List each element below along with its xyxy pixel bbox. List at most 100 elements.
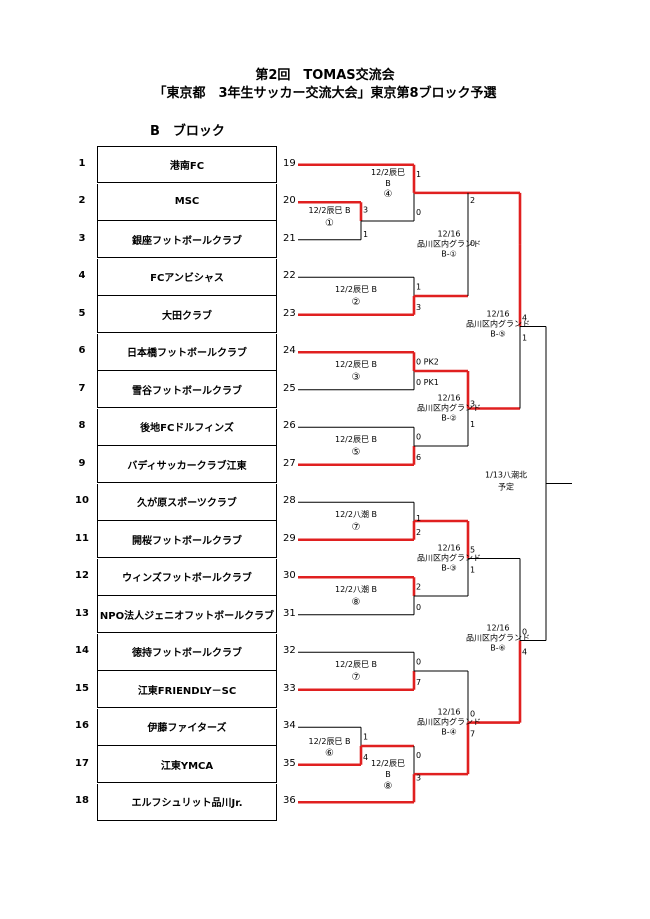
match-score: 1	[522, 333, 527, 342]
team-name: 開桜フットボールクラブ	[97, 521, 277, 558]
seed-number: 18	[75, 795, 89, 807]
slot-number: 21	[283, 232, 296, 244]
match-info: 品川区内グランド	[466, 633, 530, 643]
team-name: 久が原スポーツクラブ	[97, 483, 277, 521]
seed-number: 9	[78, 457, 86, 469]
team-name: 江東FRIENDLY－SC	[97, 671, 277, 708]
team-name: 大田クラブ	[97, 296, 277, 333]
slot-number: 34	[283, 720, 296, 732]
match-score: 1	[416, 282, 421, 291]
match-score: 1	[470, 566, 475, 575]
match-info: 12/2辰巳	[371, 168, 405, 177]
match-score: 4	[522, 648, 527, 657]
match-info: 12/16	[437, 708, 460, 717]
match-info: ⑥	[325, 748, 334, 759]
match-info: ⑤	[352, 447, 361, 458]
team-name: 後地FCドルフィンズ	[97, 408, 277, 446]
match-info: 12/16	[486, 624, 509, 633]
match-score: 0	[416, 603, 421, 612]
team-name: 伊藤ファイターズ	[97, 708, 277, 746]
match-info: ⑦	[352, 522, 361, 533]
match-info: ⑦	[352, 672, 361, 683]
match-info: ①	[325, 218, 334, 229]
match-score: 7	[470, 730, 475, 739]
match-score: 0	[470, 710, 475, 719]
seed-number: 11	[75, 532, 89, 544]
seed-number: 2	[78, 195, 86, 207]
slot-number: 19	[283, 157, 296, 169]
match-info: B-④	[441, 728, 457, 737]
match-info: 品川区内グランド	[417, 717, 481, 727]
slot-number: 30	[283, 570, 296, 582]
match-info: ②	[352, 297, 361, 308]
match-score: 1	[363, 732, 368, 741]
match-info: 品川区内グランド	[417, 553, 481, 563]
match-info: 品川区内グランド	[466, 318, 530, 328]
match-score: 2	[470, 196, 475, 205]
match-info: B	[385, 770, 391, 779]
seed-number: 16	[75, 720, 89, 732]
match-info: 12/16	[437, 394, 460, 403]
match-score: 1	[416, 514, 421, 523]
slot-number: 27	[283, 457, 296, 469]
seed-number: 7	[78, 382, 86, 394]
slot-number: 29	[283, 532, 296, 544]
match-score: 0	[416, 432, 421, 441]
match-info: 12/16	[437, 229, 460, 238]
seed-number: 12	[75, 570, 89, 582]
team-name: 銀座フットボールクラブ	[97, 221, 277, 258]
slot-number: 33	[283, 682, 296, 694]
match-info: 12/2八潮 B	[335, 509, 377, 519]
match-info: 12/2辰巳 B	[309, 206, 351, 215]
seed-number: 13	[75, 607, 89, 619]
match-score: 0	[416, 751, 421, 760]
match-info: 品川区内グランド	[417, 403, 481, 413]
match-score: 4	[522, 313, 527, 322]
match-info: 品川区内グランド	[417, 238, 481, 248]
match-score: 0	[522, 628, 527, 637]
slot-number: 23	[283, 307, 296, 319]
slot-number: 22	[283, 270, 296, 282]
seed-number: 6	[78, 345, 86, 357]
match-score: 0 PK1	[416, 378, 439, 387]
match-info: 12/2辰巳 B	[335, 435, 377, 444]
match-info: B-⑥	[490, 644, 506, 653]
team-name: バディサッカークラブ江東	[97, 446, 277, 483]
seed-number: 8	[78, 420, 86, 432]
match-info: 12/2八潮 B	[335, 584, 377, 594]
match-info: B-③	[441, 564, 457, 573]
match-info: 12/2辰巳 B	[309, 737, 351, 746]
slot-number: 31	[283, 607, 296, 619]
team-name: MSC	[97, 183, 277, 221]
team-name: 港南FC	[97, 146, 277, 183]
team-name: NPO法人ジェニオフットボールクラブ	[97, 596, 277, 633]
match-info: 予定	[498, 482, 514, 492]
match-score: 1	[470, 420, 475, 429]
match-info: ③	[352, 372, 361, 383]
match-score: 0	[470, 239, 475, 248]
block-label: B ブロック	[150, 124, 225, 139]
seed-number: 17	[75, 757, 89, 769]
slot-number: 28	[283, 495, 296, 507]
seed-number: 1	[78, 157, 86, 169]
page-title: 第2回 TOMAS交流会	[255, 68, 395, 83]
seed-number: 3	[78, 232, 86, 244]
match-score: 2	[416, 528, 421, 537]
bracket-lines	[298, 163, 572, 804]
match-score: 3	[363, 205, 368, 214]
match-info: ④	[384, 189, 393, 200]
match-info: 12/2辰巳	[371, 759, 405, 768]
match-score: 0 PK2	[416, 357, 439, 366]
match-score: 0	[416, 657, 421, 666]
match-info: 12/16	[486, 309, 509, 318]
team-name: ウィンズフットボールクラブ	[97, 558, 277, 596]
match-info: 1/13八潮北	[485, 470, 527, 480]
slot-number: 35	[283, 757, 296, 769]
team-name: 日本橋フットボールクラブ	[97, 333, 277, 371]
match-score: 0	[416, 208, 421, 217]
team-name: 雪谷フットボールクラブ	[97, 371, 277, 408]
match-score: 7	[416, 678, 421, 687]
match-info: ⑧	[352, 597, 361, 608]
team-name: 徳持フットボールクラブ	[97, 633, 277, 671]
